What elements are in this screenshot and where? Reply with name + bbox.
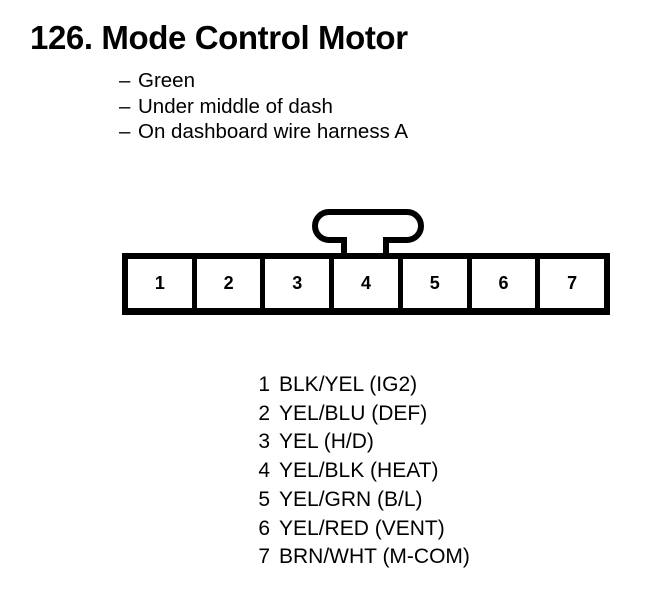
connector-body: 1 2 3 4 5 6 7 xyxy=(122,253,610,315)
legend-row: 2 YEL/BLU (DEF) xyxy=(248,400,508,429)
connector-latch-neck-icon xyxy=(341,237,389,257)
spec-list-item: – Green xyxy=(119,68,569,94)
spec-list-item: – Under middle of dash xyxy=(119,94,569,120)
legend-pin-number: 2 xyxy=(258,401,270,425)
connector-pin-2: 2 xyxy=(196,259,261,308)
pin-legend: 1 BLK/YEL (IG2) 2 YEL/BLU (DEF) 3 YEL (H… xyxy=(248,371,508,572)
legend-wire-label: YEL/BLU (DEF) xyxy=(279,401,428,425)
legend-pin-number: 5 xyxy=(258,487,270,511)
legend-row: 1 BLK/YEL (IG2) xyxy=(248,371,508,400)
spec-list: – Green – Under middle of dash – On dash… xyxy=(119,68,569,145)
legend-pin-number: 4 xyxy=(258,459,270,483)
legend-wire-label: YEL (H/D) xyxy=(279,430,374,454)
connector-diagram: 1 2 3 4 5 6 7 xyxy=(122,209,610,319)
legend-row: 4 YEL/BLK (HEAT) xyxy=(248,457,508,486)
spec-item-label: Green xyxy=(138,69,195,92)
connector-pin-7: 7 xyxy=(540,259,605,308)
connector-pin-1: 1 xyxy=(128,259,192,308)
legend-row: 7 BRN/WHT (M-COM) xyxy=(248,543,508,572)
connector-pin-3: 3 xyxy=(265,259,330,308)
page-title: 126. Mode Control Motor xyxy=(30,19,408,56)
legend-pin-number: 1 xyxy=(258,373,270,396)
legend-wire-label: YEL/RED (VENT) xyxy=(279,516,445,540)
legend-pin-number: 3 xyxy=(258,430,270,454)
spec-list-item: – On dashboard wire harness A xyxy=(119,119,569,145)
connector-pin-5: 5 xyxy=(402,259,467,308)
connector-pin-6: 6 xyxy=(471,259,536,308)
legend-row: 3 YEL (H/D) xyxy=(248,428,508,457)
legend-pin-number: 6 xyxy=(258,516,270,540)
legend-wire-label: BLK/YEL (IG2) xyxy=(279,373,418,396)
legend-row: 5 YEL/GRN (B/L) xyxy=(248,486,508,515)
legend-wire-label: BRN/WHT (M-COM) xyxy=(279,545,470,569)
legend-row: 6 YEL/RED (VENT) xyxy=(248,515,508,544)
connector-pin-4: 4 xyxy=(334,259,398,308)
legend-wire-label: YEL/GRN (B/L) xyxy=(279,487,423,511)
spec-item-label: On dashboard wire harness A xyxy=(138,120,409,143)
en-dash-icon: – xyxy=(119,120,131,143)
spec-item-label: Under middle of dash xyxy=(138,94,333,118)
legend-pin-number: 7 xyxy=(258,545,270,569)
en-dash-icon: – xyxy=(119,94,131,118)
legend-wire-label: YEL/BLK (HEAT) xyxy=(279,459,439,483)
en-dash-icon: – xyxy=(119,69,131,92)
